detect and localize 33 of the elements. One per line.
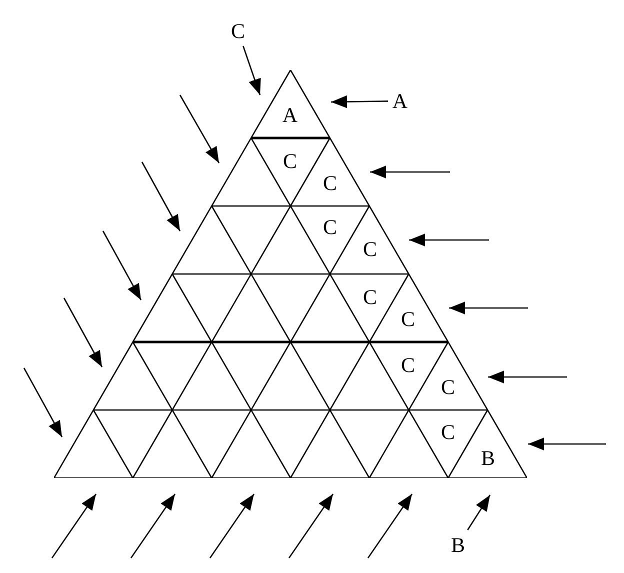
cell-label: C (440, 375, 456, 399)
arrow (409, 234, 489, 246)
triangle-grid-drawing (54, 70, 527, 478)
arrow (288, 494, 334, 558)
cell-label: C (362, 237, 378, 261)
arrow (23, 368, 63, 438)
arrow (102, 230, 142, 300)
arrow (370, 166, 450, 178)
arrow (209, 494, 255, 558)
arrow (63, 298, 103, 368)
cell-label: A (281, 103, 299, 127)
cell-label: C (362, 285, 378, 309)
arrow (141, 162, 181, 232)
cell-label: C (400, 353, 416, 377)
arrow (467, 494, 491, 530)
arrow (528, 438, 606, 450)
cell-label: C (322, 215, 338, 239)
cell-label: C (282, 149, 298, 173)
cell-label: C (440, 420, 456, 444)
arrow-label: A (388, 86, 412, 116)
arrow (179, 94, 220, 164)
cell-label: C (322, 171, 338, 195)
cell-label: C (400, 307, 416, 331)
arrow-label: C (226, 16, 250, 46)
cell-label: B (480, 446, 496, 470)
arrow (488, 370, 567, 384)
arrow (130, 494, 176, 558)
arrow-label: B (446, 530, 470, 560)
arrow (242, 46, 261, 96)
arrow (51, 494, 97, 558)
arrow (449, 302, 528, 314)
arrow (331, 95, 388, 108)
arrow (367, 494, 413, 558)
